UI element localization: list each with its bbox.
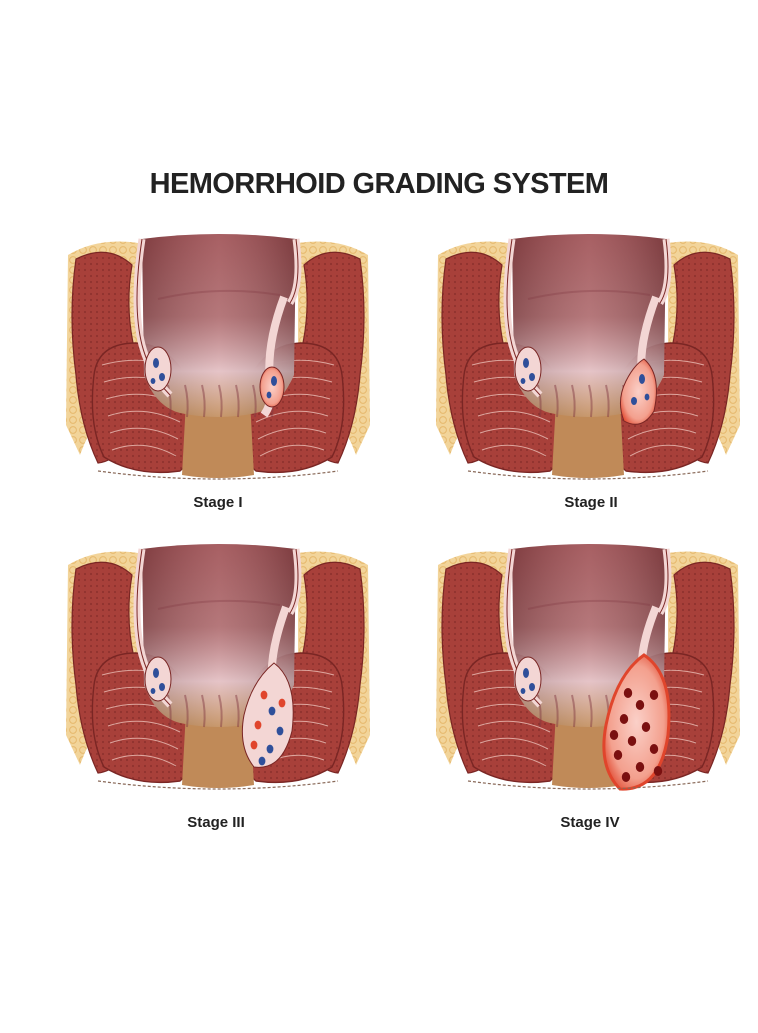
stage-4-illustration (428, 535, 748, 795)
stage-2-illustration (428, 225, 748, 485)
skin-line (97, 780, 339, 790)
stage-4-caption: Stage IV (560, 814, 620, 831)
stage-illustration-svg (436, 234, 740, 480)
stage-3-illustration (58, 535, 378, 795)
anal-canal (182, 396, 254, 478)
hemorrhoid (259, 366, 285, 408)
stage-1-caption: Stage I (193, 494, 243, 511)
hemorrhoid (620, 358, 657, 425)
stage-illustration-svg (66, 234, 370, 480)
stage-3-caption: Stage III (187, 814, 245, 831)
stage-2-caption: Stage II (564, 494, 618, 511)
vascular-cushion-left (514, 346, 542, 392)
stage-illustration-svg (66, 544, 370, 790)
anal-canal (182, 706, 254, 788)
skin-line (467, 470, 709, 480)
stage-1-illustration (58, 225, 378, 485)
vascular-cushion-left (144, 656, 172, 702)
skin-line (467, 780, 709, 790)
vascular-cushion-left (514, 656, 542, 702)
skin-line (97, 470, 339, 480)
stage-illustration-svg (436, 544, 740, 791)
anal-canal (552, 396, 624, 478)
vascular-cushion-left (144, 346, 172, 392)
diagram-title: HEMORRHOID GRADING SYSTEM (149, 168, 609, 200)
